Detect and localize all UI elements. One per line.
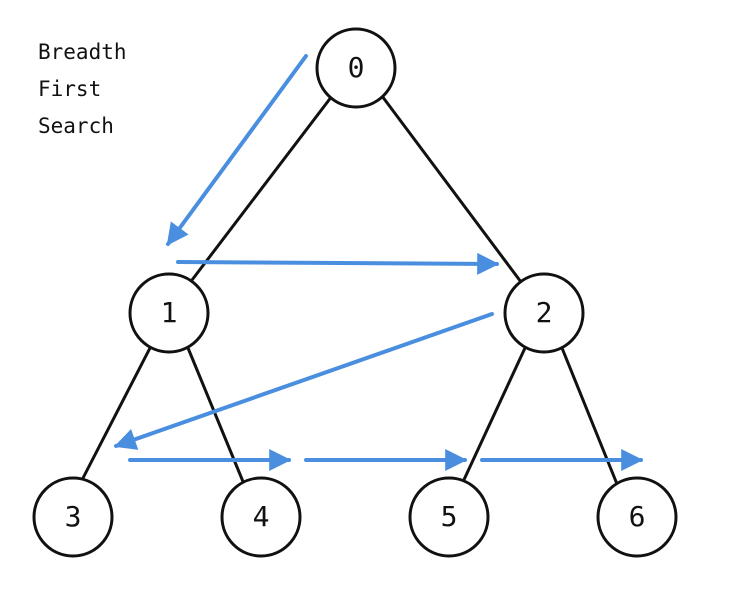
edge-2-6	[560, 347, 619, 485]
node-label-5: 5	[441, 500, 458, 533]
tree-node-1: 1	[128, 272, 210, 354]
edge-2-5	[460, 347, 527, 485]
tree-node-3: 3	[32, 476, 114, 558]
caption-line-search: Search	[38, 114, 114, 138]
tree-node-5: 5	[408, 476, 490, 558]
node-label-4: 4	[253, 500, 270, 533]
tree-node-4: 4	[220, 476, 302, 558]
node-label-3: 3	[65, 500, 82, 533]
edge-0-2	[380, 95, 523, 283]
tree-node-0: 0	[315, 27, 397, 109]
edge-1-3	[80, 347, 152, 481]
caption-line-breadth: Breadth	[38, 40, 127, 64]
traversal-arrow-1-to-2	[176, 252, 500, 275]
traversal-arrow-0-to-1	[166, 54, 308, 246]
node-label-1: 1	[161, 296, 178, 329]
node-label-0: 0	[348, 51, 365, 84]
tree-node-2: 2	[503, 272, 585, 354]
traversal-arrow-2-to-3	[113, 312, 494, 450]
node-label-2: 2	[536, 296, 553, 329]
traversal-arrows	[113, 54, 644, 471]
tree-node-6: 6	[596, 476, 678, 558]
edge-0-1	[190, 95, 334, 281]
caption-line-first: First	[38, 77, 102, 101]
diagram-caption: Breadth First Search	[38, 34, 127, 145]
tree-nodes: 0 1 2 3 4 5 6	[32, 27, 678, 558]
node-label-6: 6	[629, 500, 646, 533]
